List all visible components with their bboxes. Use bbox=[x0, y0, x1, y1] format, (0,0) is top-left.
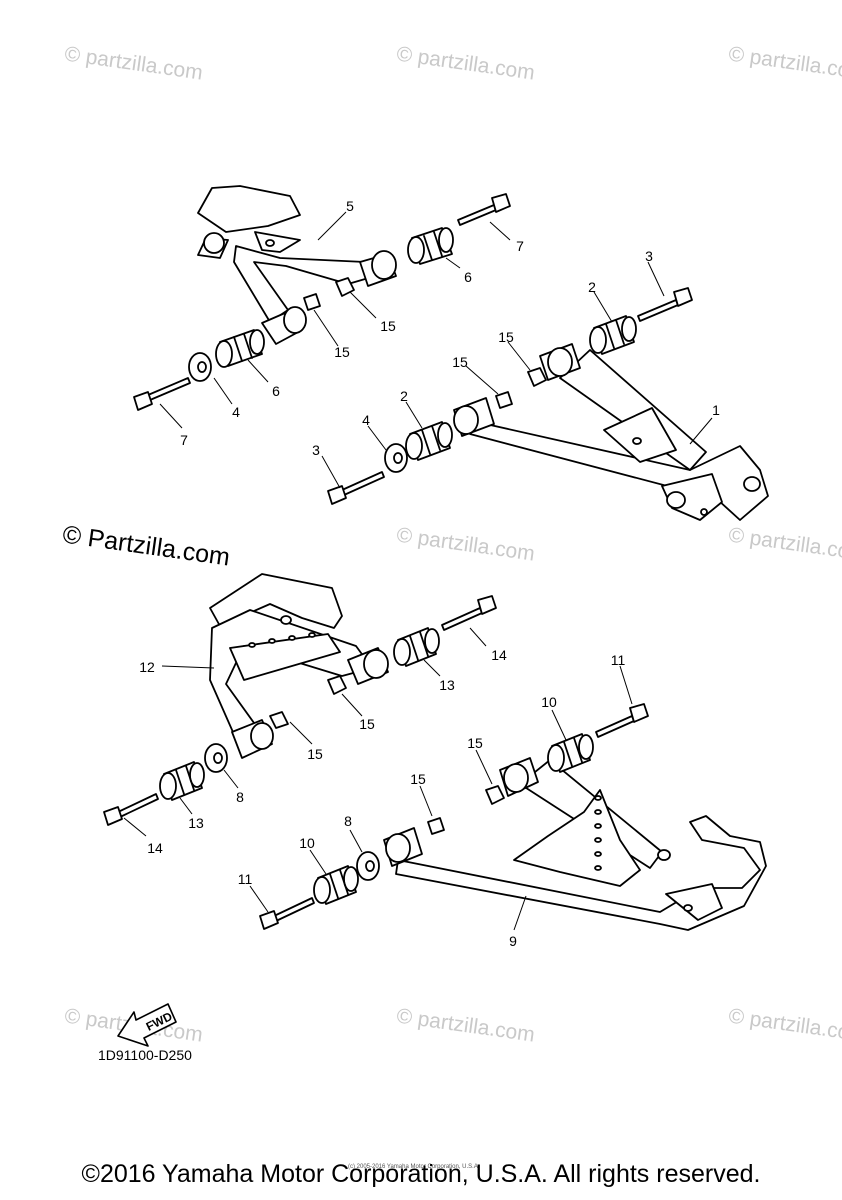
callout-2: 2 bbox=[400, 388, 408, 404]
callout-15: 15 bbox=[452, 354, 468, 370]
callout-15: 15 bbox=[380, 318, 396, 334]
small-copyright-notice: (c) 2005-2016 Yamaha Motor Corporation, … bbox=[348, 1164, 480, 1170]
callout-3: 3 bbox=[312, 442, 320, 458]
nut-part bbox=[495, 367, 547, 409]
bushing-part bbox=[407, 227, 454, 265]
callout-6: 6 bbox=[272, 383, 280, 399]
bushing-part bbox=[159, 761, 205, 801]
lower-arm-rear-part bbox=[383, 757, 767, 931]
washer-part bbox=[384, 443, 408, 473]
bushing-part bbox=[313, 865, 359, 905]
bolt-part bbox=[259, 897, 315, 930]
copyright-footer: ©2016 Yamaha Motor Corporation, U.S.A. A… bbox=[81, 1160, 761, 1188]
nut-part bbox=[269, 675, 347, 729]
bushing-part bbox=[215, 329, 265, 368]
callout-1: 1 bbox=[712, 402, 720, 418]
bushing-part bbox=[589, 315, 637, 355]
callout-4: 4 bbox=[232, 404, 240, 420]
bushing-part bbox=[393, 627, 440, 667]
bushing-part bbox=[405, 421, 453, 461]
fwd-arrow-icon: FWD bbox=[117, 1003, 177, 1047]
callout-13: 13 bbox=[188, 815, 204, 831]
callout-3: 3 bbox=[645, 248, 653, 264]
nut-part bbox=[303, 277, 355, 311]
nut-part bbox=[427, 785, 505, 835]
callout-15: 15 bbox=[334, 344, 350, 360]
washer-part bbox=[204, 743, 228, 773]
washer-part bbox=[356, 851, 380, 881]
callout-12: 12 bbox=[139, 659, 155, 675]
bolt-part bbox=[103, 793, 159, 826]
diagram-code: 1D91100-D250 bbox=[98, 1047, 192, 1063]
callout-11: 11 bbox=[610, 652, 626, 668]
callout-14: 14 bbox=[147, 840, 163, 856]
callout-15: 15 bbox=[307, 746, 323, 762]
callout-7: 7 bbox=[516, 238, 524, 254]
callout-2: 2 bbox=[588, 279, 596, 295]
callout-15: 15 bbox=[498, 329, 514, 345]
bolt-part bbox=[457, 193, 511, 226]
callout-8: 8 bbox=[236, 789, 244, 805]
callout-10: 10 bbox=[299, 835, 315, 851]
bolt-part bbox=[441, 595, 497, 631]
callout-15: 15 bbox=[467, 735, 483, 751]
callout-5: 5 bbox=[346, 198, 354, 214]
callout-6: 6 bbox=[464, 269, 472, 285]
callout-13: 13 bbox=[439, 677, 455, 693]
callout-7: 7 bbox=[180, 432, 188, 448]
upper-arm-rear-part bbox=[209, 573, 389, 759]
callout-9: 9 bbox=[509, 933, 517, 949]
lower-arm-front-part bbox=[453, 343, 769, 521]
callout-14: 14 bbox=[491, 647, 507, 663]
callout-15: 15 bbox=[410, 771, 426, 787]
washer-part bbox=[188, 352, 212, 382]
bolt-part bbox=[133, 377, 191, 411]
leader-lines bbox=[123, 211, 713, 931]
callout-10: 10 bbox=[541, 694, 557, 710]
callout-8: 8 bbox=[344, 813, 352, 829]
upper-arm-rear-part bbox=[197, 185, 397, 345]
bolt-part bbox=[595, 703, 649, 738]
callout-4: 4 bbox=[362, 412, 370, 428]
callout-11: 11 bbox=[237, 871, 253, 887]
bushing-part bbox=[547, 733, 594, 773]
bolt-part bbox=[327, 471, 385, 505]
bolt-part bbox=[637, 287, 693, 322]
callout-15: 15 bbox=[359, 716, 375, 732]
